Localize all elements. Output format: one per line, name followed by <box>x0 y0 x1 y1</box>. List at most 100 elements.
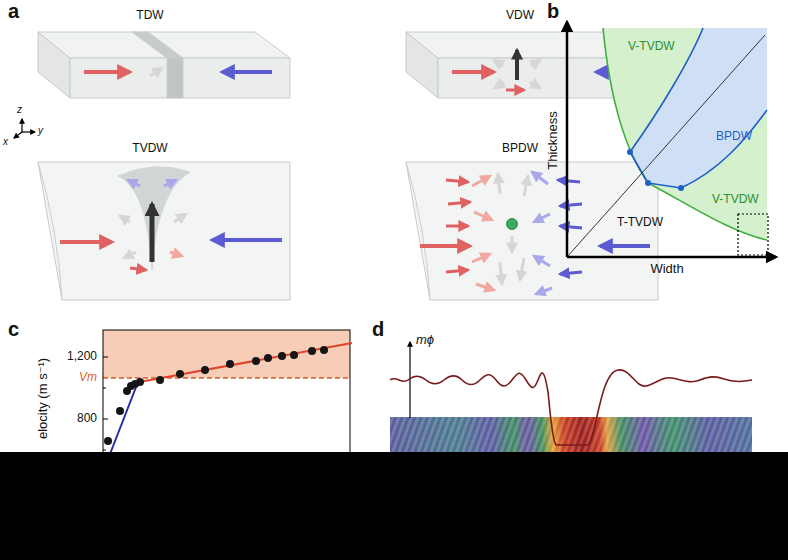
panel-letter: b <box>547 0 559 23</box>
velocity-chart <box>264 354 272 362</box>
spin-arrows <box>530 82 540 88</box>
spin-arrows <box>600 244 650 248</box>
spin-arrows <box>560 272 582 274</box>
panel-title: BPDW <box>502 142 538 156</box>
phase-diagram <box>648 110 767 188</box>
axis-title: mϕ <box>416 333 434 348</box>
spin-arrows <box>524 176 528 196</box>
bpdw-tube <box>406 162 658 300</box>
phase-diagram <box>627 149 633 155</box>
spin-arrows <box>476 284 494 290</box>
spin-arrows <box>534 214 550 222</box>
spin-arrows <box>150 68 162 76</box>
panel-title: TVDW <box>132 142 167 156</box>
velocity-chart <box>156 376 164 384</box>
spin-arrows <box>560 204 582 206</box>
velocity-chart <box>252 357 260 365</box>
tdw-slab <box>38 32 290 58</box>
axes-icon <box>14 132 22 138</box>
spin-arrows <box>120 216 130 222</box>
spin-arrows <box>472 176 490 186</box>
velocity-chart <box>320 346 328 354</box>
spin-arrows <box>60 180 282 270</box>
black-band <box>0 452 788 560</box>
spin-arrows <box>506 89 524 92</box>
region-label: V-TVDW <box>628 40 675 54</box>
tdw-slab <box>167 58 183 98</box>
tvdw-tube <box>38 162 290 300</box>
spin-arrows <box>130 268 146 270</box>
velocity-chart <box>103 330 350 378</box>
region-label: T-TVDW <box>617 216 663 230</box>
spin-wave-panel <box>390 417 752 455</box>
axis-letter: x <box>3 136 8 148</box>
region-label: V-TVDW <box>712 193 759 207</box>
tvdw-tube <box>118 167 190 270</box>
spin-arrows <box>534 256 550 266</box>
velocity-chart <box>201 366 209 374</box>
spin-arrows <box>515 50 519 80</box>
spin-arrows <box>495 82 504 88</box>
region-label: BPDW <box>716 130 752 144</box>
spin-arrows <box>128 180 140 186</box>
velocity-chart <box>176 370 184 378</box>
spin-arrows <box>558 180 580 182</box>
tvdw-tube <box>38 162 290 300</box>
tick-label: 1,200 <box>67 350 97 364</box>
spin-arrows <box>60 240 112 244</box>
spin-arrows <box>84 70 130 74</box>
axis-letter: z <box>17 104 22 116</box>
phase-diagram <box>567 22 776 257</box>
panel-title: VDW <box>506 9 534 23</box>
velocity-chart <box>104 437 112 445</box>
velocity-chart <box>226 360 234 368</box>
axes-icon <box>21 119 22 132</box>
axes-icon <box>22 131 35 132</box>
velocity-chart <box>103 388 106 389</box>
spin-arrows <box>494 60 503 66</box>
spin-arrows <box>124 252 136 258</box>
velocity-chart <box>103 419 108 420</box>
bpdw-tube <box>406 162 658 300</box>
tdw-slab <box>70 58 290 98</box>
velocity-chart <box>278 352 286 360</box>
spin-arrows <box>448 202 470 204</box>
bpdw-tube <box>406 162 430 300</box>
spin-arrows <box>174 214 186 222</box>
spin-arrows <box>446 225 468 228</box>
tdw-slab <box>38 32 290 98</box>
spin-arrows <box>452 70 494 74</box>
velocity-chart <box>103 357 108 358</box>
velocity-chart <box>116 407 124 415</box>
spin-wave-panel <box>409 342 410 418</box>
spin-wave-panel <box>390 370 752 445</box>
spin-arrows <box>472 254 490 262</box>
velocity-chart <box>103 450 106 451</box>
axis-title: Thickness <box>546 111 561 170</box>
axis-title: elocity (m s⁻¹) <box>37 357 52 438</box>
spin-arrows <box>520 258 524 280</box>
axis-title: Width <box>650 262 683 277</box>
panel-letter: a <box>8 0 19 23</box>
spin-wave-panel <box>390 417 752 455</box>
spin-arrows <box>150 204 155 262</box>
spin-arrows <box>446 270 468 272</box>
spin-arrows <box>420 172 650 294</box>
phase-diagram <box>566 22 569 257</box>
spin-arrows <box>222 70 272 74</box>
spin-arrows <box>500 262 502 284</box>
phase-diagram <box>678 185 684 191</box>
spin-arrows <box>507 219 518 230</box>
phase-diagram <box>567 256 776 259</box>
spin-arrows <box>212 238 282 242</box>
spin-arrows <box>170 252 182 256</box>
spin-arrows <box>84 68 272 76</box>
velocity-chart <box>104 346 328 445</box>
tick-label: 800 <box>77 412 97 426</box>
phase-diagram <box>645 180 651 186</box>
phase-diagram <box>567 35 765 257</box>
axes-icon <box>14 119 35 138</box>
spin-arrows <box>531 60 540 66</box>
spin-wave-panel <box>390 342 752 455</box>
phase-diagram <box>738 214 768 255</box>
